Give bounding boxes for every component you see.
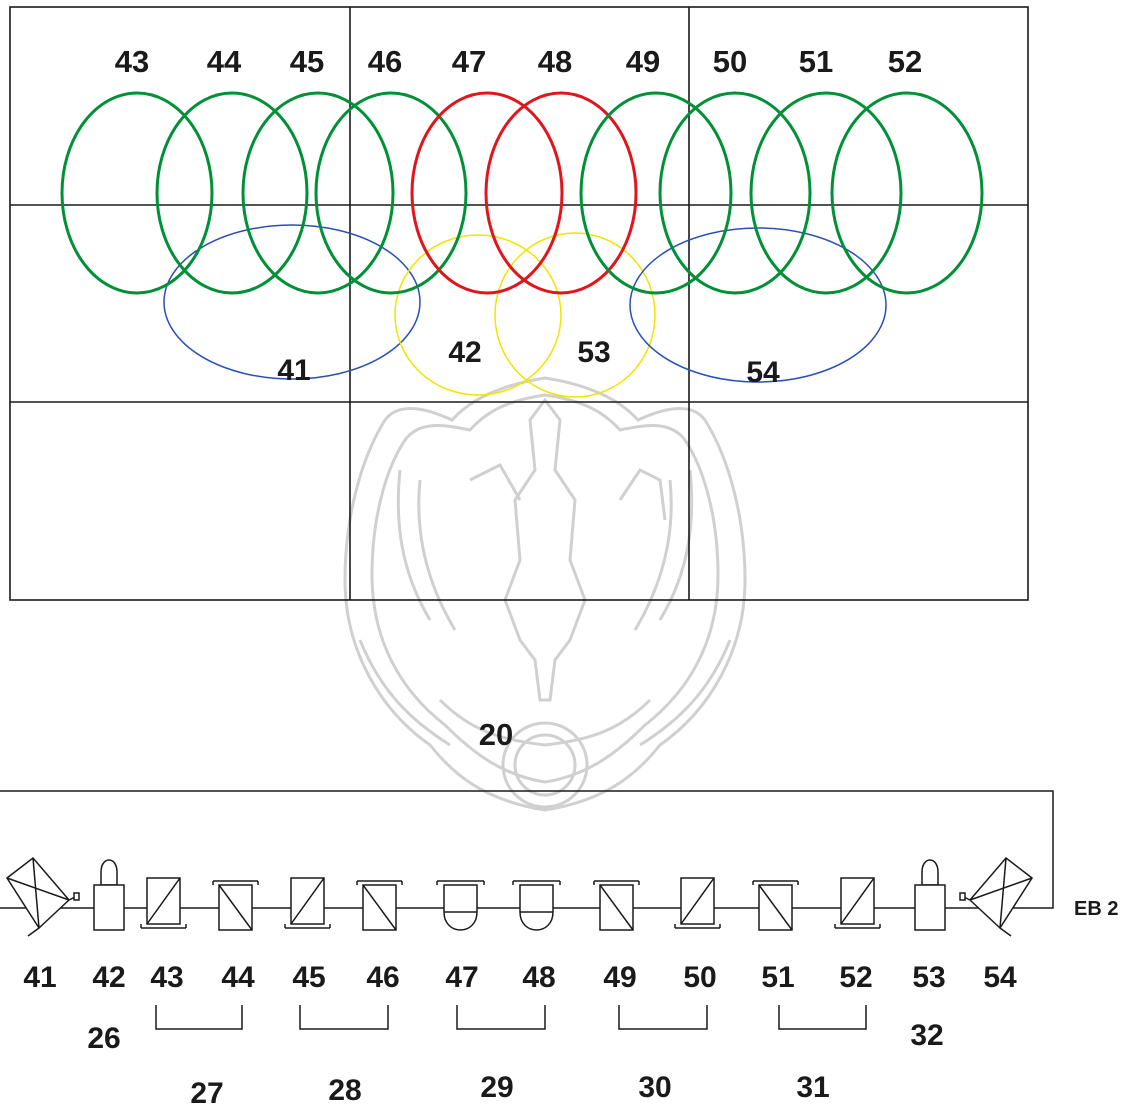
fixture-label: 45 (292, 961, 325, 994)
beam-ellipse-48 (484, 91, 638, 295)
fixture-label: 43 (150, 961, 183, 994)
flood-label: 54 (746, 356, 780, 389)
fresnel-icon (212, 880, 259, 931)
profile-spot-icon (5, 856, 80, 937)
channel-bracket (618, 1005, 708, 1030)
beam-label: 46 (368, 44, 402, 79)
fixture-label: 48 (522, 961, 555, 994)
beam-coverage-ellipses (60, 91, 984, 295)
fixture-symbols (5, 856, 1034, 937)
flood-ellipse-53 (494, 232, 656, 398)
beam-label: 48 (538, 44, 572, 79)
channel-label: 29 (480, 1071, 513, 1104)
flood-coverage-ellipses (163, 224, 887, 398)
beam-label: 51 (799, 44, 833, 79)
channel-label: 28 (328, 1074, 361, 1107)
fixture-label: 41 (23, 961, 56, 994)
follow-spot-icon (93, 859, 125, 931)
flood-label: 42 (448, 336, 481, 369)
beam-ellipse-49 (579, 91, 733, 295)
follow-spot-icon (914, 859, 946, 931)
channel-labels: 26 32 27 28 29 30 31 (87, 1019, 943, 1110)
beam-ellipse-46 (314, 91, 468, 295)
beam-label: 47 (452, 44, 486, 79)
beam-ellipse-43 (60, 91, 214, 295)
channel-bracket (456, 1005, 546, 1030)
center-label: 20 (479, 717, 513, 752)
channel-label: 27 (190, 1077, 223, 1110)
fresnel-icon (284, 877, 331, 929)
beam-label: 45 (290, 44, 324, 79)
fresnel-icon (674, 877, 721, 929)
flood-ellipse-41 (163, 224, 421, 380)
beam-label: 52 (888, 44, 922, 79)
fixture-label: 50 (683, 961, 716, 994)
channel-bracket (778, 1005, 867, 1030)
par-can-icon (512, 880, 561, 931)
fresnel-icon (140, 877, 187, 929)
channel-bracket (155, 1005, 243, 1030)
fresnel-icon (356, 880, 403, 931)
beam-ellipse-47 (410, 91, 564, 295)
fixture-label: 46 (366, 961, 399, 994)
fixture-label: 51 (761, 961, 794, 994)
beam-ellipse-51 (749, 91, 903, 295)
flood-ellipse-42 (394, 234, 562, 396)
fixture-label: 54 (983, 961, 1017, 994)
fixture-label: 53 (912, 961, 945, 994)
channel-label: 32 (910, 1019, 943, 1052)
flood-ellipse-54 (629, 227, 887, 383)
beam-label: 44 (207, 44, 242, 79)
beam-ellipse-50 (658, 91, 812, 295)
rail-tag: EB 2 (1074, 898, 1118, 920)
par-can-icon (436, 880, 485, 931)
beam-label: 49 (626, 44, 660, 79)
flood-labels: 41 42 53 54 (277, 336, 780, 389)
profile-spot-icon (959, 856, 1034, 937)
beam-ellipse-44 (155, 91, 309, 295)
fixture-label: 44 (221, 961, 255, 994)
channel-label: 30 (638, 1071, 671, 1104)
flood-label: 53 (577, 336, 610, 369)
beam-ellipse-52 (830, 91, 984, 295)
channel-brackets (155, 1005, 867, 1030)
channel-label: 31 (796, 1071, 829, 1104)
beam-labels: 43 44 45 46 47 48 49 50 51 52 (115, 44, 922, 79)
beam-label: 50 (713, 44, 747, 79)
fixture-label: 52 (839, 961, 872, 994)
beam-label: 43 (115, 44, 149, 79)
fresnel-icon (834, 877, 881, 929)
fresnel-icon (752, 880, 799, 931)
fixture-label: 49 (603, 961, 636, 994)
fixture-labels: 41 42 43 44 45 46 47 48 49 50 51 52 53 5… (23, 961, 1017, 994)
fresnel-icon (593, 880, 640, 931)
stage-grid (9, 6, 1029, 601)
fixture-label: 47 (445, 961, 478, 994)
channel-bracket (299, 1005, 389, 1030)
channel-label: 26 (87, 1022, 120, 1055)
beam-ellipse-45 (241, 91, 395, 295)
fixture-label: 42 (92, 961, 125, 994)
flood-label: 41 (277, 354, 310, 387)
university-emblem-watermark (343, 376, 747, 812)
